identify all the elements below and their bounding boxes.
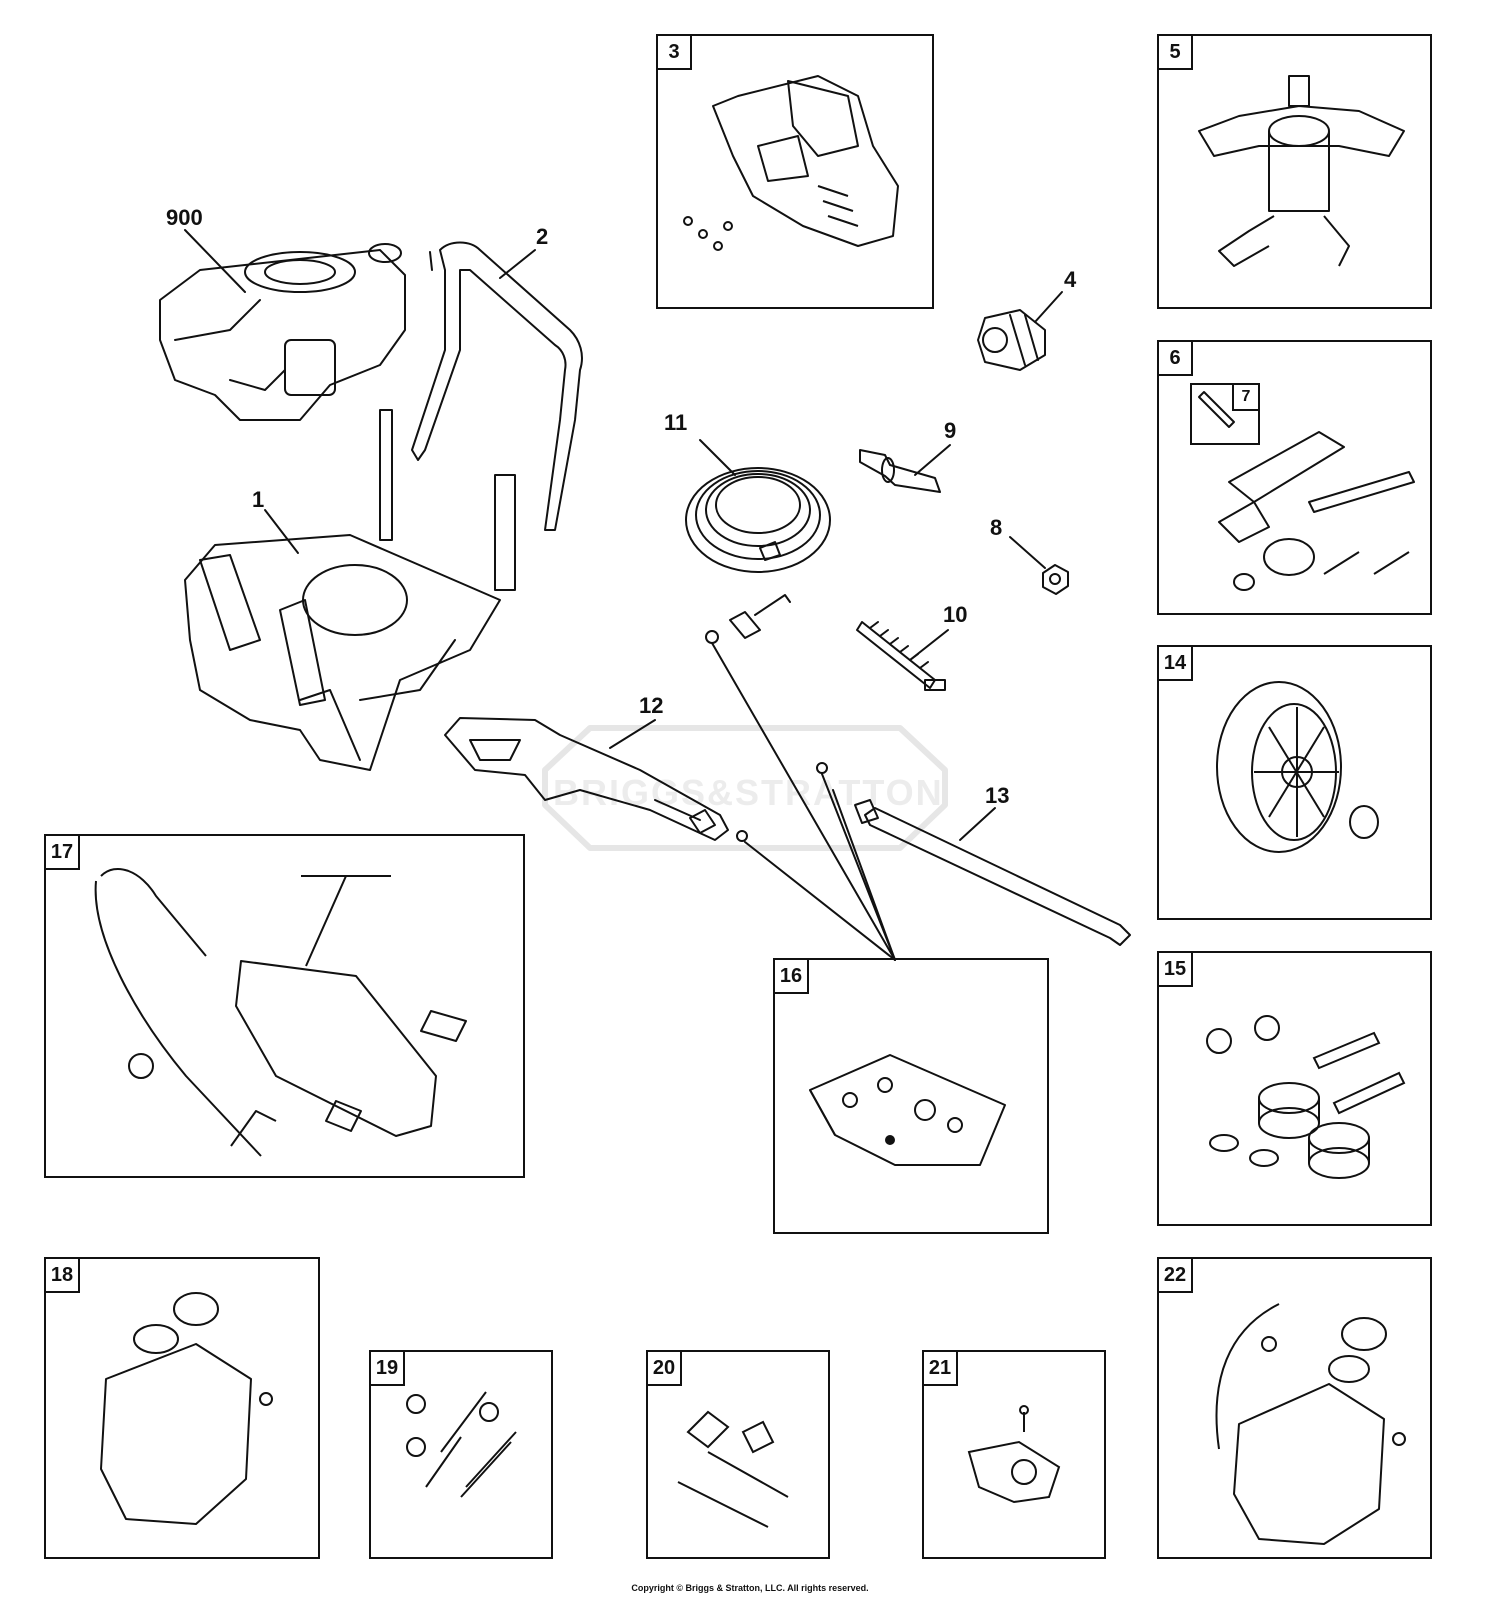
leader-2 (499, 249, 536, 279)
brand-watermark: BRIGGS&STRATTON (553, 772, 944, 813)
fuel-tank-18-illustration (100, 1292, 273, 1525)
bolt-kit-19-illustration (406, 1391, 517, 1498)
seal-kit-illustration (809, 1054, 1006, 1166)
engine-illustration (159, 243, 406, 421)
part-box-15[interactable]: 15 (1157, 951, 1432, 1226)
callout-13: 13 (985, 783, 1010, 808)
part-box-14-label: 14 (1157, 645, 1193, 681)
leader-8 (1009, 536, 1046, 569)
part-box-21[interactable]: 21 (922, 1350, 1106, 1559)
part-box-19[interactable]: 19 (369, 1350, 553, 1559)
part-box-15-label: 15 (1157, 951, 1193, 987)
hardware-kit-15-illustration (1206, 1015, 1406, 1179)
part-box-17-label: 17 (44, 834, 80, 870)
leader-12 (609, 719, 656, 749)
leader-10 (909, 629, 949, 661)
part-box-19-label: 19 (369, 1350, 405, 1386)
leader-11 (699, 439, 736, 476)
part-box-21-label: 21 (922, 1350, 958, 1386)
part-box-18-label: 18 (44, 1257, 80, 1293)
callout-12: 12 (639, 693, 664, 718)
part-box-22-label: 22 (1157, 1257, 1193, 1293)
part-box-16-label: 16 (773, 958, 809, 994)
part-box-7-label: 7 (1232, 383, 1260, 411)
leaders-to-16 (711, 642, 896, 961)
pump-illustration (1198, 75, 1405, 267)
part-box-18[interactable]: 18 (44, 1257, 320, 1559)
nut-illustration (1042, 564, 1069, 595)
watermark-shield (542, 725, 948, 851)
knob-kit-20-illustration (677, 1410, 789, 1528)
holder-21-illustration (967, 1405, 1061, 1504)
part-box-5-label: 5 (1157, 34, 1193, 70)
leader-4 (1034, 291, 1063, 323)
part-box-3[interactable]: 3 (656, 34, 934, 309)
fuel-tank-22-illustration (1215, 1303, 1406, 1545)
console-panel-illustration (683, 75, 899, 251)
callout-1: 1 (252, 487, 265, 512)
strap-illustration (856, 621, 946, 691)
callout-900: 900 (166, 205, 203, 230)
part-box-20[interactable]: 20 (646, 1350, 830, 1559)
callout-2: 2 (536, 224, 549, 249)
wheel-illustration (1216, 681, 1379, 853)
leader-1 (264, 509, 299, 554)
callout-8: 8 (990, 515, 1003, 540)
manifold-illustration (1198, 391, 1415, 591)
part-box-3-label: 3 (656, 34, 692, 70)
leader-13 (959, 807, 996, 841)
callout-11: 11 (664, 410, 688, 435)
part-box-22[interactable]: 22 (1157, 1257, 1432, 1559)
leader-900 (184, 229, 246, 293)
part-box-14[interactable]: 14 (1157, 645, 1432, 920)
callout-10: 10 (943, 602, 968, 627)
nozzle-illustration (977, 309, 1046, 371)
detergent-kit-illustration (94, 867, 467, 1157)
part-box-20-label: 20 (646, 1350, 682, 1386)
copyright-notice: Copyright © Briggs & Stratton, LLC. All … (631, 1583, 869, 1593)
part-box-16[interactable]: 16 (773, 958, 1049, 1234)
shaft-illustration (859, 449, 941, 493)
leader-9 (914, 444, 951, 476)
lance-illustration (816, 762, 1131, 946)
part-box-6-label: 6 (1157, 340, 1193, 376)
callout-4: 4 (1064, 267, 1077, 292)
part-box-17[interactable]: 17 (44, 834, 525, 1178)
handle-illustration (411, 241, 583, 531)
part-box-5[interactable]: 5 (1157, 34, 1432, 309)
frame-illustration (184, 409, 516, 771)
part-box-7[interactable]: 7 (1190, 383, 1260, 445)
part-box-6[interactable]: 6 7 (1157, 340, 1432, 615)
spray-gun-illustration (444, 717, 748, 842)
hose-illustration (685, 467, 831, 644)
callout-9: 9 (944, 418, 957, 443)
